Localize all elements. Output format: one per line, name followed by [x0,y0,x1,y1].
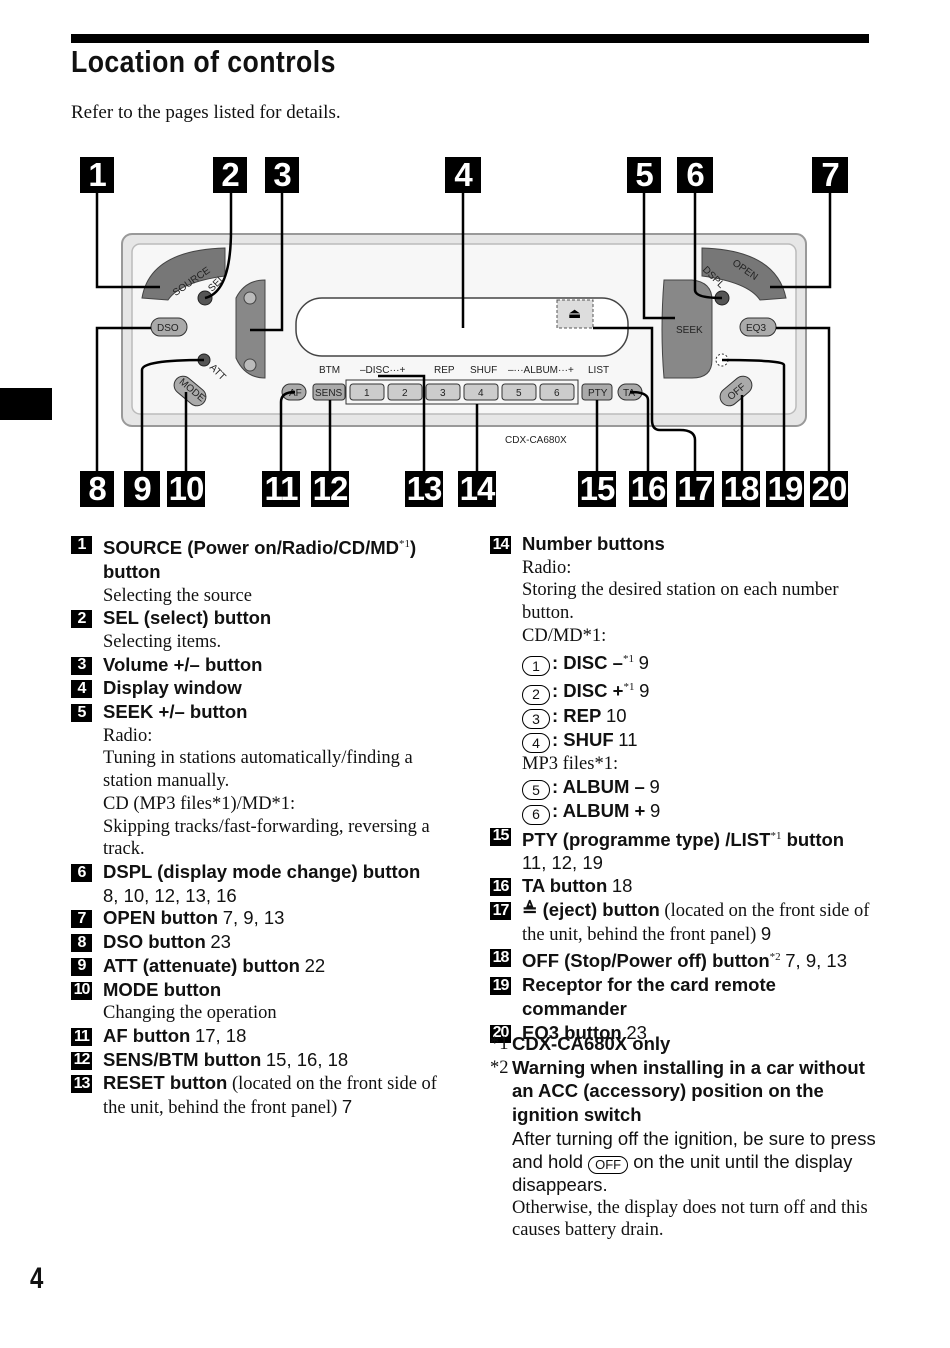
ta-label: TA [623,388,635,399]
callout-13: 13 [405,470,443,507]
num-4-label: 4 [478,388,484,399]
rep-label: REP [434,365,455,376]
list-item: 8 DSO button 23 [71,931,461,955]
callout-1: 1 [80,156,114,193]
controls-list-right: 14 Number buttons Radio: Storing the des… [490,533,885,1045]
num-5-label: 5 [516,388,522,399]
callout-6: 6 [677,156,713,193]
callout-4: 4 [445,156,481,193]
item-desc: Selecting the source [103,585,252,606]
callout-12: 12 [311,470,349,507]
mode-button-shape [173,375,207,407]
callout-2: 2 [213,156,247,193]
list-item: 10 MODE button Changing the operation [71,979,461,1025]
disc-entry: 3: REP 10 [522,705,885,729]
item-number: 1 [71,536,92,554]
list-item: 5 SEEK +/– button Radio: Tuning in stati… [71,701,461,861]
list-item: 11 AF button 17, 18 [71,1025,461,1049]
item-label: SOURCE (Power on/Radio/CD/MD [103,537,400,559]
eject-button-shape [556,299,594,329]
list-item: 14 Number buttons Radio: Storing the des… [490,533,885,825]
list-item: 18 OFF (Stop/Power off) button*2 7, 9, 1… [490,946,885,974]
list-item: 2 SEL (select) button Selecting items. [71,607,461,653]
list-item: 7 OPEN button 7, 9, 13 [71,907,461,931]
disc-entry: 4: SHUF 11 [522,729,885,754]
number-button-group [345,379,579,405]
list-item: 4 Display window [71,677,461,701]
svg-text:⏏: ⏏ [568,306,581,322]
section-tab [0,388,52,420]
callout-15: 15 [578,470,616,507]
list-item: 15 PTY (programme type) /LIST*1 button 1… [490,825,885,876]
sens-label: SENS [315,388,343,399]
callout-16: 16 [629,470,667,507]
disc-entry: 1: DISC –*1 9 [522,648,885,677]
callout-18: 18 [722,470,760,507]
seek-label: SEEK [676,325,703,336]
faceplate-illustration: SOURCE OPEN SEL DSPL SEEK ⏏ DSO EQ3 ATT … [95,192,832,472]
shuf-label: SHUF [470,365,497,376]
list-item: 17 ≜ (eject) button (located on the fron… [490,899,885,946]
open-button-shape [701,247,787,301]
callout-3: 3 [265,156,299,193]
footnote: *1 CDX-CA680X only [490,1033,671,1054]
callout-5: 5 [627,156,661,193]
num-3-label: 3 [440,388,446,399]
af-label: AF [289,388,302,399]
number-buttons: 1 2 3 4 5 6 [349,383,575,401]
mp3-entry: 6: ALBUM + 9 [522,800,885,825]
source-button-shape [141,247,226,301]
num-6-label: 6 [554,388,560,399]
callout-7: 7 [812,156,848,193]
off-button-icon: OFF [588,1155,629,1174]
callout-17: 17 [676,470,714,507]
callout-19: 19 [766,470,804,507]
callout-20: 20 [810,470,848,507]
callout-8: 8 [80,470,114,507]
callout-14: 14 [458,470,496,507]
num-2-label: 2 [402,388,408,399]
model-label: CDX-CA680X [505,435,567,446]
list-item: 19 Receptor for the card remote commande… [490,974,885,1021]
list-label: LIST [588,365,609,376]
list-item: 20 EQ3 button 23 [490,1022,885,1046]
mp3-entry: 5: ALBUM – 9 [522,776,885,801]
controls-list-left: 1 SOURCE (Power on/Radio/CD/MD*1) button… [71,533,461,1120]
eq3-label: EQ3 [746,323,766,334]
dso-label: DSO [157,323,179,334]
item-pages: 8, 10, 12, 13, 16 [103,884,237,906]
callout-11: 11 [262,470,300,507]
leader-lines [95,192,832,472]
list-item: 16 TA button 18 [490,875,885,899]
callout-10: 10 [167,470,205,507]
list-item: 6 DSPL (display mode change) button 8, 1… [71,861,461,907]
num-1-label: 1 [364,388,370,399]
disc-label: –DISC···+ [360,365,405,376]
list-item: 12 SENS/BTM button 15, 16, 18 [71,1049,461,1073]
list-item: 3 Volume +/– button [71,654,461,678]
page-number: 4 [30,1262,44,1295]
list-item: 1 SOURCE (Power on/Radio/CD/MD*1) button… [71,533,461,607]
btm-label: BTM [319,365,340,376]
list-item: 9 ATT (attenuate) button 22 [71,955,461,979]
pty-label: PTY [588,388,608,399]
footnote: *2 Warning when installing in a car with… [490,1056,876,1241]
footnotes: *1 CDX-CA680X only *2 Warning when insta… [490,1033,880,1242]
page-subtitle: Refer to the pages listed for details. [71,102,341,123]
header-rule [71,34,869,43]
control-panel-diagram: SOURCE OPEN SEL DSPL SEEK ⏏ DSO EQ3 ATT … [0,0,950,520]
page-title: Location of controls [71,44,336,79]
disc-entry: 2: DISC +*1 9 [522,676,885,705]
album-label: –···ALBUM···+ [508,365,574,376]
callout-9: 9 [124,470,160,507]
list-item: 13 RESET button (located on the front si… [71,1072,461,1119]
